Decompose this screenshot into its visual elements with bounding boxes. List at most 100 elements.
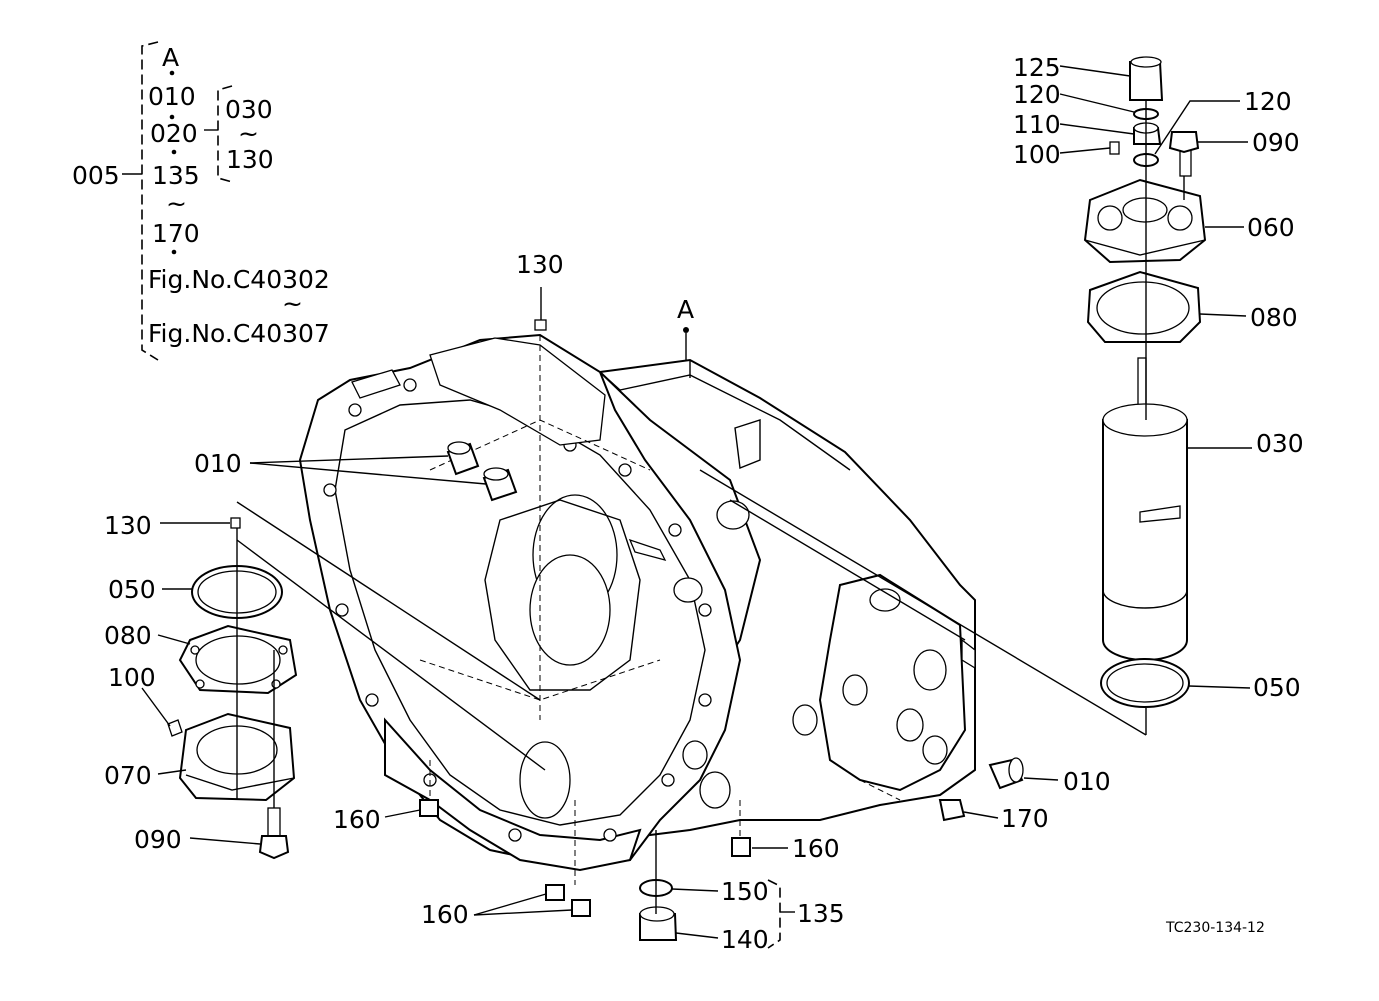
leader-010-right [1023,777,1059,781]
leader-160-c [473,893,547,916]
bracket-135 [767,879,781,949]
filter-030 [1102,419,1188,661]
callout-070-left: 070 [104,761,152,790]
legend-130: 130 [226,145,274,174]
flange-bolt-hole [698,693,712,707]
valve-port-3 [896,708,924,742]
flange-bolt-hole [335,603,349,617]
gasket-bolt-hole [190,645,200,655]
hidden-line [419,659,661,701]
case-lug [734,419,761,469]
legend-tilde-3: ~ [282,289,303,318]
leader-080-right [1199,313,1247,317]
cap-125 [1129,61,1164,101]
callout-130-top: 130 [516,250,564,279]
plug-140-top [639,906,675,922]
head-060-edge [1084,239,1206,256]
drawing-code: TC230-134-12 [1165,920,1265,936]
plug-160-b [731,837,751,857]
valve-port-7 [699,771,731,809]
case-bearing-bore-lower [529,554,611,666]
valve-port-8 [682,740,708,770]
leader-120-a [1059,93,1135,113]
transmission-case [298,333,976,885]
callout-130-left: 130 [104,511,152,540]
bushing-010-c-end [1008,757,1024,783]
legend-tilde-1: ~ [238,119,259,148]
flange-bolt-hole [618,463,632,477]
plug-170 [938,799,966,822]
callout-050-left: 050 [108,575,156,604]
flange-bolt-hole [348,403,362,417]
callout-060: 060 [1247,213,1295,242]
callout-135: 135 [797,899,845,928]
legend-dot [171,149,177,155]
leader-050-right [1188,685,1251,689]
legend-135: 135 [152,161,200,190]
leader-125 [1059,65,1131,77]
legend-dot [169,114,175,120]
callout-100-left: 100 [108,663,156,692]
filter-stud [1137,357,1147,407]
legend-020: 020 [150,119,198,148]
leader-160-d [473,909,573,916]
callout-170: 170 [1001,804,1049,833]
cap-125-top [1130,56,1162,68]
valve-port-2 [913,649,947,691]
callout-125: 125 [1013,53,1061,82]
legend-170: 170 [152,219,200,248]
valve-port-1 [869,588,901,612]
alignment-line-left-lower [236,539,546,771]
bolt-090-left-head [258,835,290,860]
alignment-line-right [699,469,1147,736]
head-060-pocket [1097,205,1123,231]
gasket-bolt-hole [278,645,288,655]
left-cover-stack [167,517,298,860]
bushing-010-b-end [483,467,509,481]
legend-dot [169,70,175,76]
hidden-line [859,779,901,801]
leader-170 [963,811,999,819]
leader-140 [675,932,719,939]
flange-bolt-hole [698,603,712,617]
filter-030-band [1102,589,1188,609]
valve-port-4 [922,735,948,765]
legend-ref-a: A [162,43,179,72]
flange-bolt-hole [508,828,522,842]
callout-labels: 130 A 010 130 050 080 100 070 090 160 16… [104,53,1304,954]
leader-160-a [384,809,421,818]
leader-120-b [1154,100,1240,155]
callout-160-a: 160 [333,805,381,834]
leader-100-left [141,687,171,727]
case-top-block [429,337,606,446]
callout-100-right: 100 [1013,140,1061,169]
plug-160-d [571,899,591,917]
callout-010-right: 010 [1063,767,1111,796]
callout-160-c: 160 [421,900,469,929]
callout-080-right: 080 [1250,303,1298,332]
flange-bolt-hole [323,483,337,497]
plug-100-right [1109,141,1120,155]
legend-005: 005 [72,161,120,190]
leader-lines [141,65,1252,949]
case-edge-tab [961,638,976,670]
filter-030-label [1139,505,1181,523]
legend-inner-bracket [217,85,233,183]
case-top-tab [351,369,401,399]
leader-090-left [189,837,261,845]
leader-010-b [249,462,487,485]
leader-100-right [1059,147,1111,154]
filter-030-top [1102,403,1188,437]
callout-ref-a: A [677,295,694,324]
bottom-parts [419,799,966,941]
flange-bolt-hole [403,378,417,392]
legend-010: 010 [148,82,196,111]
callout-140: 140 [721,925,769,954]
callout-090-left: 090 [134,825,182,854]
plug-130-top [534,319,547,331]
case-lower-port [519,741,571,819]
oring-050-right-inner [1106,663,1184,703]
gasket-080-left-hole [195,635,281,685]
leader-080-left [157,634,191,645]
